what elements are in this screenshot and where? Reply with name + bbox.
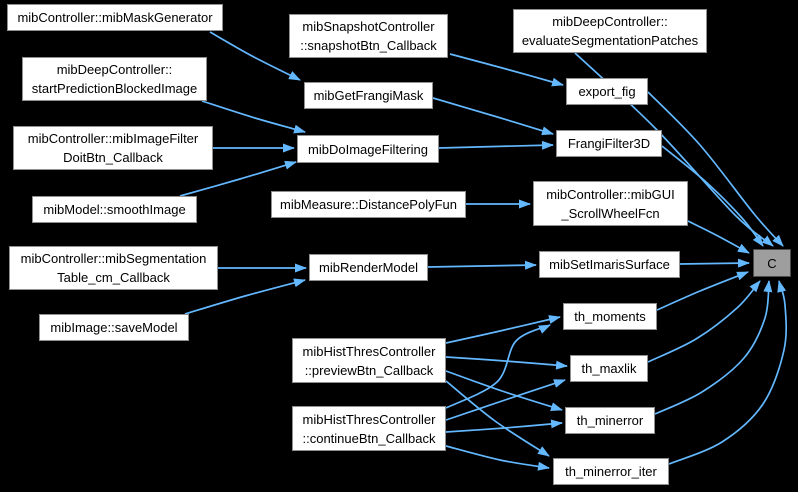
node-label: ::snapshotBtn_Callback [300, 38, 437, 53]
node-label: mibController::mibImageFilter [27, 131, 199, 146]
node-C: C [753, 249, 791, 277]
edge-smoothImage-doImageFiltering [179, 160, 297, 197]
edge-continueBtn-thMinerror [445, 419, 563, 433]
node-label: th_maxlik [581, 361, 637, 376]
node-smoothImage[interactable]: mibModel::smoothImage [32, 196, 197, 223]
node-label: Table_cm_Callback [57, 270, 170, 285]
edge-previewBtn-thMinerror [445, 370, 563, 411]
node-label: C [767, 255, 777, 271]
node-label: mibController::mibMaskGenerator [17, 10, 213, 25]
node-snapshotBtn[interactable]: mibSnapshotController::snapshotBtn_Callb… [289, 14, 448, 58]
edge-previewBtn-thMaxlik [445, 356, 568, 370]
node-label: mibDeepController:: [552, 14, 668, 29]
edge-startPrediction-doImageFiltering [201, 100, 306, 134]
edge-getFrangiMask-frangiFilter3D [432, 97, 554, 136]
edge-saveModel-renderModel [184, 278, 306, 315]
node-thMinerror[interactable]: th_minerror [565, 407, 655, 434]
edge-scrollWheelFcn-C [687, 220, 750, 254]
node-maskGenerator[interactable]: mibController::mibMaskGenerator [7, 4, 223, 31]
node-continueBtn[interactable]: mibHistThresController::continueBtn_Call… [292, 406, 446, 451]
node-thMoments[interactable]: th_moments [563, 303, 657, 330]
node-label: th_moments [574, 309, 646, 324]
node-getFrangiMask[interactable]: mibGetFrangiMask [304, 82, 433, 109]
edge-thMinerror-C [654, 280, 773, 415]
node-label: mibHistThresController [302, 411, 436, 427]
node-label: mibDeepController:: [56, 62, 173, 77]
edge-previewBtn-thMinerrorIter [445, 380, 550, 457]
edge-thMoments-C [656, 271, 749, 311]
edge-doImageFiltering-frangiFilter3D [438, 140, 554, 150]
node-scrollWheelFcn[interactable]: mibController::mibGUI_ScrollWheelFcn [533, 181, 688, 226]
node-doImageFiltering[interactable]: mibDoImageFiltering [297, 135, 439, 163]
node-label: startPredictionBlockedImage [31, 81, 198, 96]
node-label: th_minerror_iter [565, 464, 657, 479]
node-label: mibController::mibSegmentation [20, 251, 207, 266]
edge-snapshotBtn-exportFig [449, 53, 564, 87]
edge-renderModel-setImarisSurface [427, 260, 537, 270]
node-evalSegPatches[interactable]: mibDeepController::evaluateSegmentationP… [513, 9, 707, 53]
node-renderModel[interactable]: mibRenderModel [309, 254, 428, 281]
node-distancePolyFun[interactable]: mibMeasure::DistancePolyFun [271, 191, 466, 218]
edge-continueBtn-thMaxlik [445, 379, 566, 421]
node-label: export_fig [578, 84, 636, 99]
node-label: mibController::mibGUI [546, 186, 675, 202]
node-label: mibImage::saveModel [50, 320, 178, 335]
node-label: evaluateSegmentationPatches [521, 33, 699, 48]
node-label: FrangiFilter3D [567, 136, 651, 151]
node-label: ::continueBtn_Callback [302, 430, 436, 446]
node-label: mibModel::smoothImage [43, 202, 186, 217]
node-saveModel[interactable]: mibImage::saveModel [39, 314, 189, 341]
node-label: ::previewBtn_Callback [304, 362, 434, 378]
edge-maskGenerator-getFrangiMask [209, 31, 301, 81]
node-label: mibRenderModel [319, 260, 418, 275]
node-previewBtn[interactable]: mibHistThresController::previewBtn_Callb… [292, 338, 446, 383]
edge-thMaxlik-C [647, 280, 761, 363]
edge-continueBtn-thMinerrorIter [445, 445, 550, 471]
node-label: mibSetImarisSurface [549, 257, 670, 272]
node-label: mibMeasure::DistancePolyFun [279, 197, 458, 212]
node-label: DoitBtn_Callback [63, 150, 163, 165]
node-label: th_minerror [576, 413, 644, 428]
edge-continueBtn-thMoments [445, 324, 551, 409]
edge-previewBtn-thMoments [445, 315, 561, 344]
edge-frangiFilter3D-C [661, 145, 764, 247]
node-label: mibSnapshotController [302, 19, 435, 34]
node-label: mibGetFrangiMask [313, 88, 424, 103]
node-startPrediction[interactable]: mibDeepController::startPredictionBlocke… [22, 57, 207, 101]
node-exportFig[interactable]: export_fig [566, 78, 648, 105]
node-thMaxlik[interactable]: th_maxlik [570, 355, 648, 382]
edge-thMinerrorIter-C [668, 280, 788, 465]
edge-exportFig-C [647, 91, 784, 247]
node-thMinerrorIter[interactable]: th_minerror_iter [553, 458, 669, 485]
node-label: _ScrollWheelFcn [561, 205, 660, 221]
node-frangiFilter3D[interactable]: FrangiFilter3D [556, 130, 662, 157]
edge-setImarisSurface-C [679, 258, 750, 268]
node-label: mibDoImageFiltering [308, 141, 428, 157]
node-setImarisSurface[interactable]: mibSetImarisSurface [539, 251, 680, 278]
node-label: mibHistThresController [302, 343, 436, 359]
